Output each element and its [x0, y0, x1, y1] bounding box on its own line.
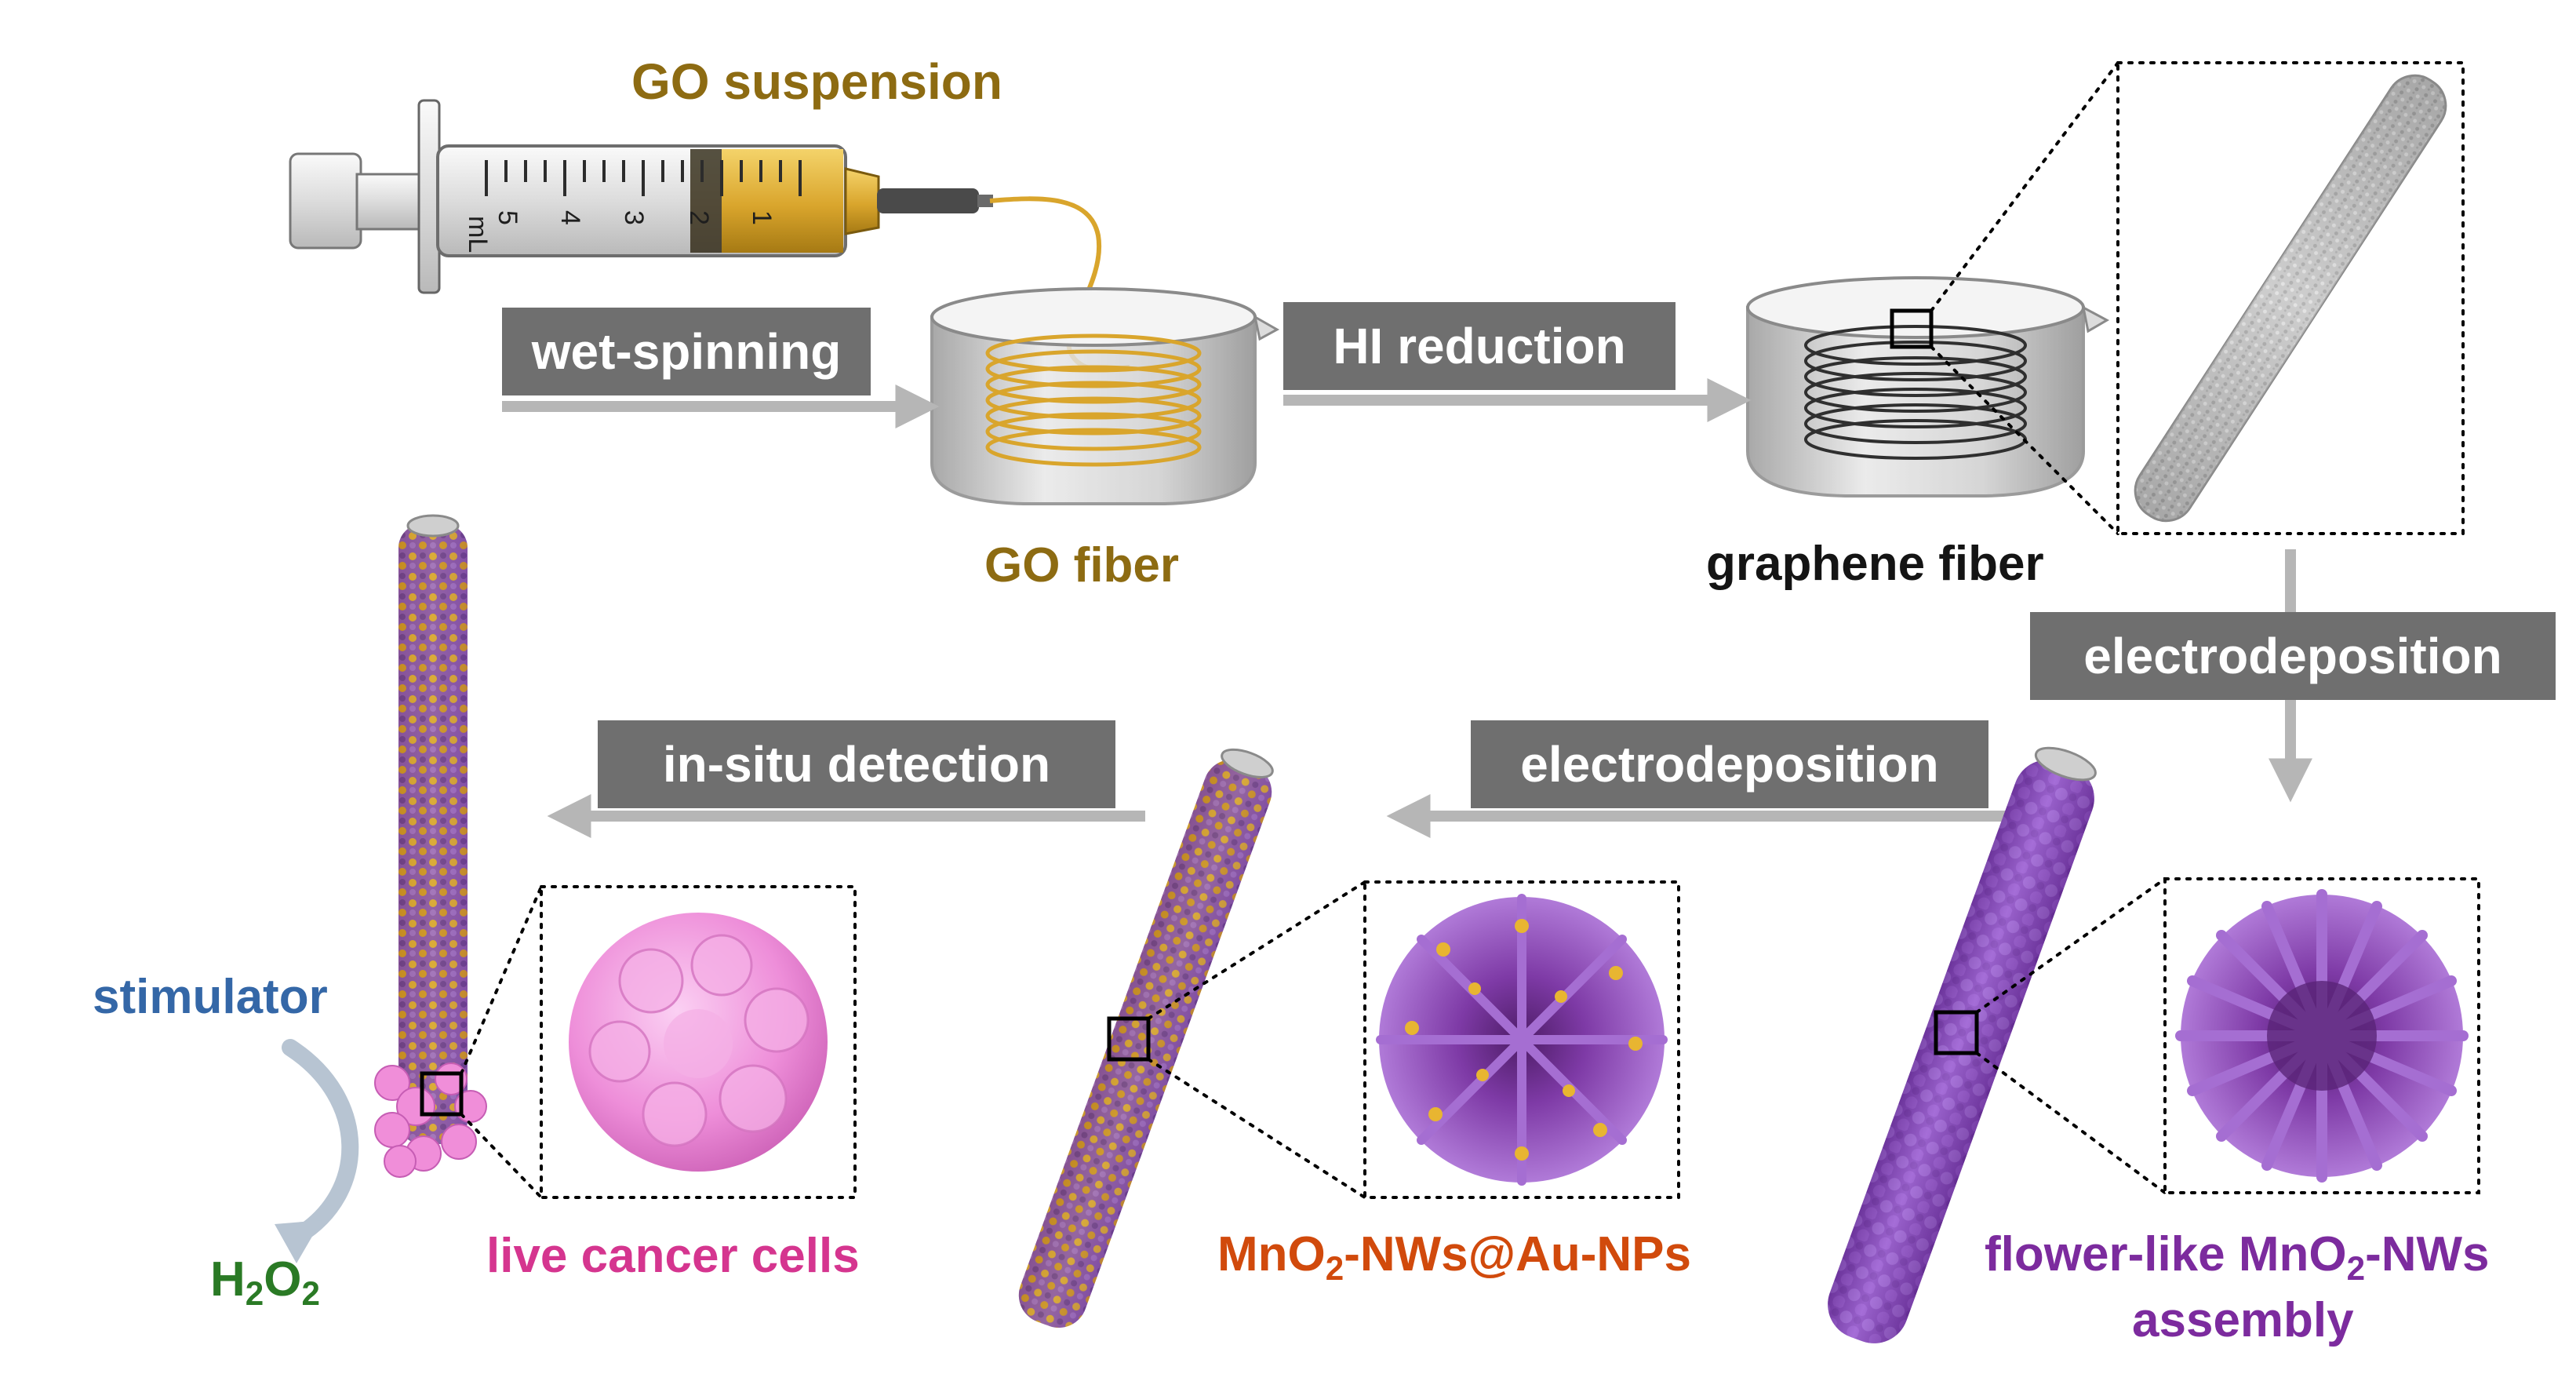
zoom-selection-mno2: [1934, 1010, 1979, 1055]
step-electrodeposition-1: electrodeposition: [2030, 612, 2556, 700]
label-graphene-fiber: graphene fiber: [1706, 537, 2044, 591]
label-live-cancer-cells: live cancer cells: [486, 1229, 860, 1283]
syringe-unit: mL: [463, 216, 493, 253]
syringe-scale-1: 1: [747, 210, 777, 225]
zoom-selection-au: [1107, 1016, 1151, 1062]
syringe-scale-2: 2: [684, 210, 714, 225]
syringe-scale-3: 3: [619, 210, 649, 225]
label-flower-mno2: flower-like MnO2-NWs: [1985, 1227, 2490, 1287]
syringe-scale-5: 5: [493, 210, 522, 225]
syringe-scale-ticks: [485, 160, 802, 196]
label-h2o2: H2O2: [210, 1252, 320, 1312]
go-fiber-coil: [985, 333, 1202, 467]
step-wet-spinning: wet-spinning: [502, 308, 871, 395]
syringe-scale-4: 4: [555, 210, 585, 225]
graphene-fiber-coil: [1804, 325, 2027, 460]
cancer-cell: [569, 913, 828, 1172]
inset-graphene-fiber: [1930, 61, 2465, 535]
fiber-with-cancer-cells: [374, 514, 857, 1199]
label-go-suspension: GO suspension: [631, 53, 1002, 110]
stimulator-arrow-head: [275, 1220, 322, 1263]
flower-nws-ball: [2175, 889, 2469, 1183]
beaker-graphene-fiber: [1746, 276, 2110, 497]
step-electrodeposition-2: electrodeposition: [1471, 720, 1988, 808]
zoom-selection-cells: [420, 1071, 464, 1117]
label-flower-assembly: assembly: [2132, 1293, 2354, 1347]
label-stimulator: stimulator: [93, 970, 328, 1024]
label-go-fiber: GO fiber: [984, 538, 1180, 592]
fiber-mno2-nws: [1828, 746, 2480, 1343]
zoom-selection-graphene: [1890, 308, 1934, 349]
stimulator-to-h2o2-arrow: [282, 1039, 359, 1245]
syringe: mL 5 4 3 2 1: [289, 99, 1130, 373]
fiber-mno2-au: [1018, 748, 1680, 1328]
step-hi-reduction: HI reduction: [1283, 302, 1675, 390]
label-mno2-au: MnO2-NWs@Au-NPs: [1217, 1227, 1691, 1287]
au-decorated-nws-ball: [1376, 894, 1668, 1186]
beaker-go-fiber: [930, 287, 1280, 505]
step-in-situ-detection: in-situ detection: [598, 720, 1115, 808]
